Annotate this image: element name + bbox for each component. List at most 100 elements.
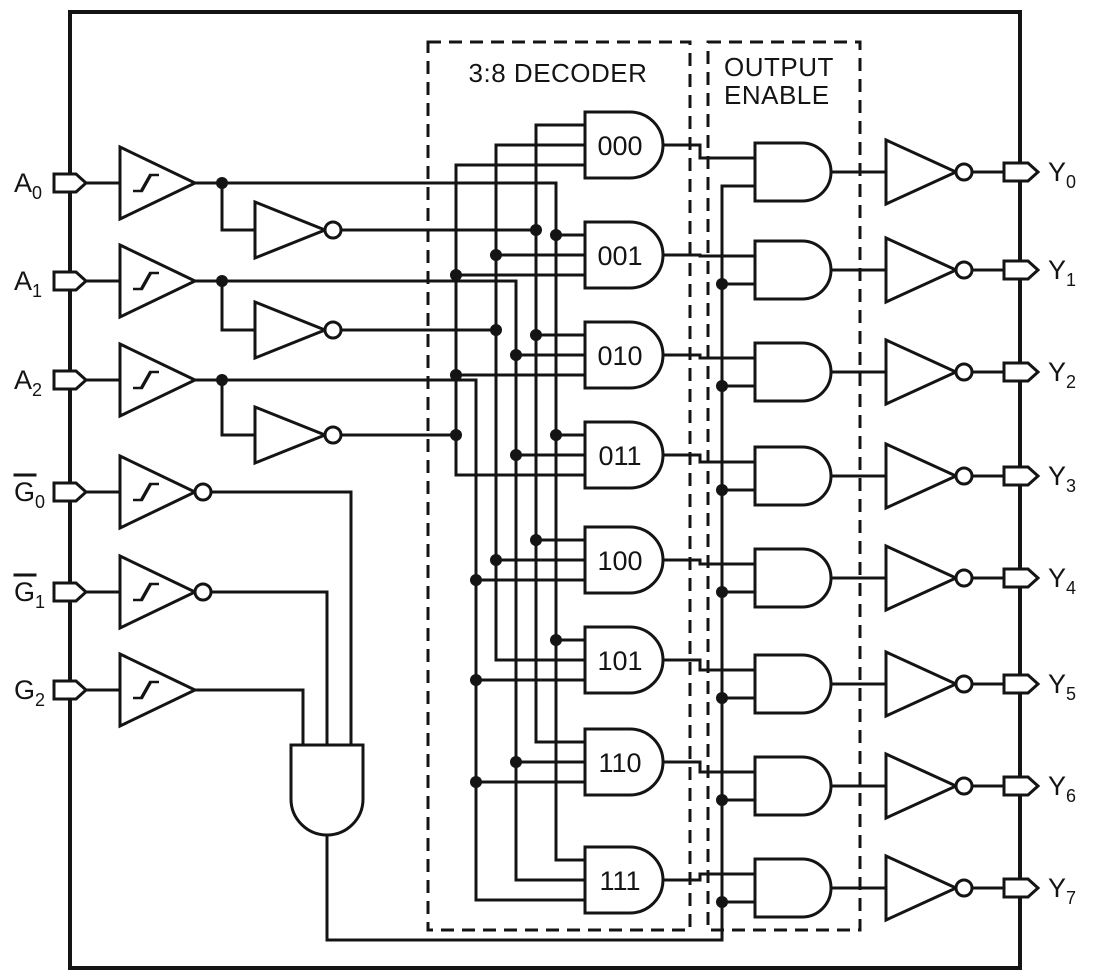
output-label-sub: 5	[1066, 684, 1076, 704]
gate-code-text: 001	[597, 241, 642, 271]
junction-dot	[470, 574, 482, 586]
input-label-main: G	[14, 675, 35, 705]
decoder-and-gate	[583, 110, 665, 180]
junction-dot	[470, 674, 482, 686]
input-label-main: A	[14, 168, 32, 198]
input-label: G0	[14, 477, 45, 512]
output-label-sub: 3	[1066, 476, 1076, 496]
schmitt-buffer	[118, 453, 199, 531]
schmitt-buffer	[118, 651, 199, 729]
junction-dot	[490, 554, 502, 566]
gate-code-text: 111	[599, 866, 640, 896]
output-enable-box	[706, 40, 862, 932]
gate-code: 001	[597, 241, 642, 271]
input-label: G1	[14, 577, 45, 612]
junction-dot	[510, 756, 522, 768]
decoder-box	[426, 40, 692, 932]
inverter-bubble	[954, 674, 974, 694]
inverter-bubble	[954, 568, 974, 588]
output-enable-and-gate	[753, 341, 833, 403]
gate-code: 000	[597, 131, 642, 161]
gate-code-text: 100	[597, 546, 642, 576]
output-enable-and-gate	[753, 141, 833, 203]
output-inverter	[884, 751, 960, 821]
output-pin	[1002, 567, 1041, 589]
decoder-and-gate	[583, 525, 665, 595]
output-pin	[1002, 259, 1041, 281]
gate-code: 111	[599, 866, 640, 896]
hysteresis-icon	[133, 680, 159, 700]
decoder-and-gate	[583, 420, 665, 490]
output-enable-and-gate	[753, 755, 833, 817]
inverter	[253, 199, 330, 261]
gate-code: 100	[597, 546, 642, 576]
output-pin	[1002, 877, 1041, 899]
junction-dot	[470, 776, 482, 788]
output-label-main: Y	[1048, 873, 1066, 903]
output-label: Y6	[1048, 771, 1076, 806]
output-inverter	[884, 649, 960, 719]
input-pin	[52, 270, 89, 292]
output-label-sub: 4	[1066, 578, 1076, 598]
output-label: Y0	[1048, 157, 1076, 192]
output-enable-and-gate	[753, 653, 833, 715]
output-label: Y4	[1048, 563, 1076, 598]
input-label: A1	[14, 266, 42, 301]
hysteresis-icon	[133, 173, 159, 193]
junction-dot	[550, 634, 562, 646]
junction-dot	[530, 224, 542, 236]
gate-code: 011	[598, 441, 641, 471]
junction-dot	[716, 794, 728, 806]
gate-code: 101	[597, 646, 642, 676]
junction-dot	[510, 449, 522, 461]
output-inverter	[884, 441, 960, 511]
output-enable-and-gate	[753, 547, 833, 609]
schmitt-buffer	[118, 242, 199, 320]
output-pin	[1002, 161, 1041, 183]
input-label-sub: 0	[35, 492, 45, 512]
output-label-sub: 7	[1066, 888, 1076, 908]
inverter-bubble	[193, 582, 213, 602]
gate-code-text: 011	[598, 441, 641, 471]
output-pin	[1002, 673, 1041, 695]
output-pin	[1002, 775, 1041, 797]
input-pin	[52, 581, 89, 603]
junction-dot	[490, 249, 502, 261]
output-label-main: Y	[1048, 461, 1066, 491]
inverter-bubble	[954, 878, 974, 898]
inverter-bubble	[954, 260, 974, 280]
output-label-sub: 0	[1066, 172, 1076, 192]
output-label: Y2	[1048, 357, 1076, 392]
output-inverter	[884, 543, 960, 613]
inverter-bubble	[954, 162, 974, 182]
output-inverter	[884, 235, 960, 305]
junction-dot	[716, 380, 728, 392]
input-label: G2	[14, 675, 45, 710]
input-label-main: G	[14, 477, 35, 507]
junction-dot	[450, 369, 462, 381]
output-label-main: Y	[1048, 669, 1066, 699]
junction-dot	[716, 484, 728, 496]
junction-dot	[550, 229, 562, 241]
junction-dot	[716, 586, 728, 598]
inverter-bubble	[323, 320, 343, 340]
inverter	[253, 404, 330, 466]
input-pin	[52, 481, 89, 503]
output-label-sub: 2	[1066, 372, 1076, 392]
output-label: Y1	[1048, 255, 1076, 290]
inverter-bubble	[323, 425, 343, 445]
output-pin	[1002, 465, 1041, 487]
input-label-main: A	[14, 266, 32, 296]
schmitt-buffer	[118, 144, 199, 222]
input-label-sub: 1	[32, 281, 42, 301]
output-inverter	[884, 137, 960, 207]
output-enable-label-text: ENABLE	[724, 80, 830, 110]
junction-dot	[450, 429, 462, 441]
chip-border	[68, 10, 1022, 970]
junction-dot	[716, 692, 728, 704]
hysteresis-icon	[133, 482, 159, 502]
gate-code: 010	[597, 341, 642, 371]
decoder-and-gate	[583, 625, 665, 695]
input-label-main: A	[14, 365, 32, 395]
input-label: A0	[14, 168, 42, 203]
